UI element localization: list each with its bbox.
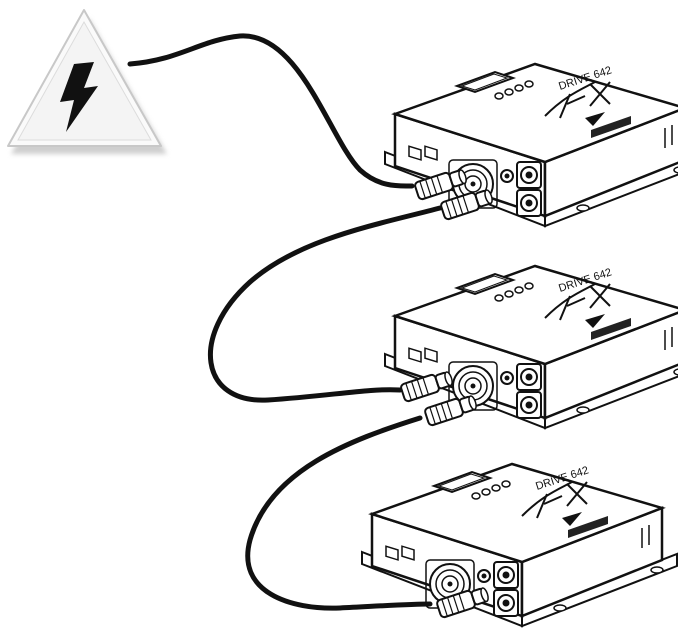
cable-mains-to-unit-1 bbox=[130, 36, 412, 186]
high-voltage-warning-icon bbox=[8, 10, 167, 154]
device-unit-1: DRIVE 642 bbox=[385, 64, 678, 226]
device-unit-2: DRIVE 642 bbox=[385, 266, 678, 428]
device-unit-3: DRIVE 642 bbox=[362, 464, 677, 626]
plug-2b bbox=[424, 393, 478, 426]
